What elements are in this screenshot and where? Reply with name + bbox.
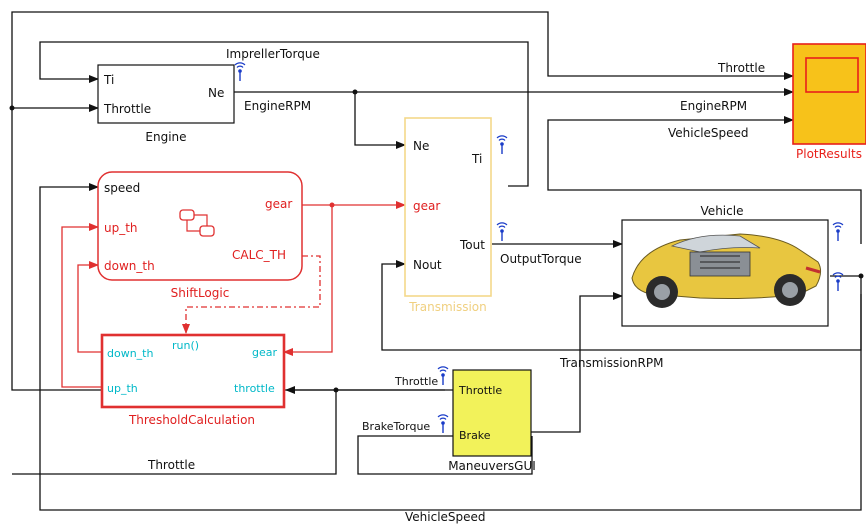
- signal-logging-icon: [437, 366, 449, 386]
- plot-throttle-label: Throttle: [717, 61, 765, 75]
- gear-to-threshold-line: [283, 205, 333, 356]
- throttle-bus-line: [11, 108, 445, 391]
- threshold-title: ThresholdCalculation: [128, 413, 255, 427]
- transmission-rpm-label: TransmissionRPM: [559, 356, 663, 370]
- vehicle-cutaway-image: [631, 233, 822, 308]
- transmission-port-ti: Ti: [471, 152, 482, 166]
- threshold-calculation-block[interactable]: down_th up_th run() gear throttle: [100, 333, 286, 409]
- threshold-port-down-th: down_th: [107, 347, 153, 360]
- vehicle-speed-plot-line: [547, 116, 862, 244]
- up-th-feedback-line: [61, 223, 102, 388]
- shift-port-speed: speed: [104, 181, 140, 195]
- gear-branch-dot: [329, 202, 335, 208]
- brake-torque-loop: [357, 435, 533, 475]
- throttle-top-line: [11, 11, 794, 108]
- shift-port-down-th: down_th: [104, 259, 155, 273]
- threshold-port-up-th: up_th: [107, 382, 138, 395]
- transmission-port-gear: gear: [413, 199, 440, 213]
- shift-logic-block[interactable]: speed up_th down_th gear CALC_TH: [97, 171, 303, 281]
- gui-port-brake: Brake: [459, 429, 491, 442]
- signal-logging-icon: [437, 414, 449, 434]
- engine-rpm-label: EngineRPM: [244, 99, 311, 113]
- signal-logging-icon: [496, 135, 508, 155]
- transmission-port-ne: Ne: [413, 139, 429, 153]
- threshold-trigger-run: run(): [172, 339, 199, 352]
- transmission-block[interactable]: Ne gear Nout Ti Tout: [404, 117, 492, 297]
- engine-title: Engine: [145, 130, 186, 144]
- engine-port-throttle: Throttle: [103, 102, 151, 116]
- signal-logging-icon: [496, 222, 508, 242]
- transmission-rpm-line: [381, 260, 862, 351]
- signal-logging-icon: [234, 62, 246, 82]
- rpm-branch-dot: [352, 89, 358, 95]
- shift-port-gear: gear: [265, 197, 292, 211]
- output-torque-label: OutputTorque: [500, 252, 582, 266]
- signal-logging-icon: [832, 222, 844, 242]
- maneuvers-gui-block[interactable]: Throttle Brake: [452, 369, 532, 457]
- vehicle-block[interactable]: [621, 219, 829, 327]
- shift-port-calc-th: CALC_TH: [232, 248, 286, 262]
- impeller-torque-label: ImprellerTorque: [226, 47, 320, 61]
- speed-branch-dot: [858, 273, 864, 279]
- plot-vehicle-speed-label: VehicleSpeed: [668, 126, 749, 140]
- transmission-title: Transmission: [408, 300, 487, 314]
- engine-rpm-to-transmission-line: [354, 92, 406, 149]
- engine-block[interactable]: Ti Throttle Ne: [97, 64, 235, 124]
- throttle-bottom-line: [12, 390, 337, 475]
- throttle-branch-dot: [9, 105, 15, 111]
- threshold-port-gear: gear: [252, 346, 277, 359]
- throttle-bottom-label: Throttle: [147, 458, 195, 472]
- plot-results-block[interactable]: [792, 43, 866, 145]
- brake-to-vehicle-line: [530, 292, 623, 433]
- down-th-feedback-line: [77, 261, 102, 353]
- engine-port-ti: Ti: [103, 73, 114, 87]
- shift-logic-title: ShiftLogic: [171, 286, 230, 300]
- transmission-port-tout: Tout: [459, 238, 485, 252]
- transmission-port-nout: Nout: [413, 258, 442, 272]
- gui-brake-torque-label: BrakeTorque: [362, 420, 430, 433]
- vehicle-speed-label: VehicleSpeed: [405, 510, 486, 524]
- vehicle-speed-bottom-line: [39, 183, 862, 511]
- impeller-torque-line: [39, 41, 529, 187]
- calc-th-trigger-line: [182, 255, 321, 334]
- stateflow-chart-icon: [179, 209, 215, 237]
- maneuvers-gui-title: ManeuversGUI: [448, 459, 536, 473]
- gui-throttle-branch-dot: [333, 387, 339, 393]
- engine-port-ne: Ne: [208, 86, 224, 100]
- plot-results-title: PlotResults: [796, 147, 862, 161]
- threshold-port-throttle: throttle: [234, 382, 275, 395]
- gui-throttle-label: Throttle: [394, 375, 438, 388]
- gui-port-throttle: Throttle: [458, 384, 502, 397]
- plot-engine-rpm-label: EngineRPM: [680, 99, 747, 113]
- vehicle-title: Vehicle: [701, 204, 744, 218]
- shift-port-up-th: up_th: [104, 221, 138, 235]
